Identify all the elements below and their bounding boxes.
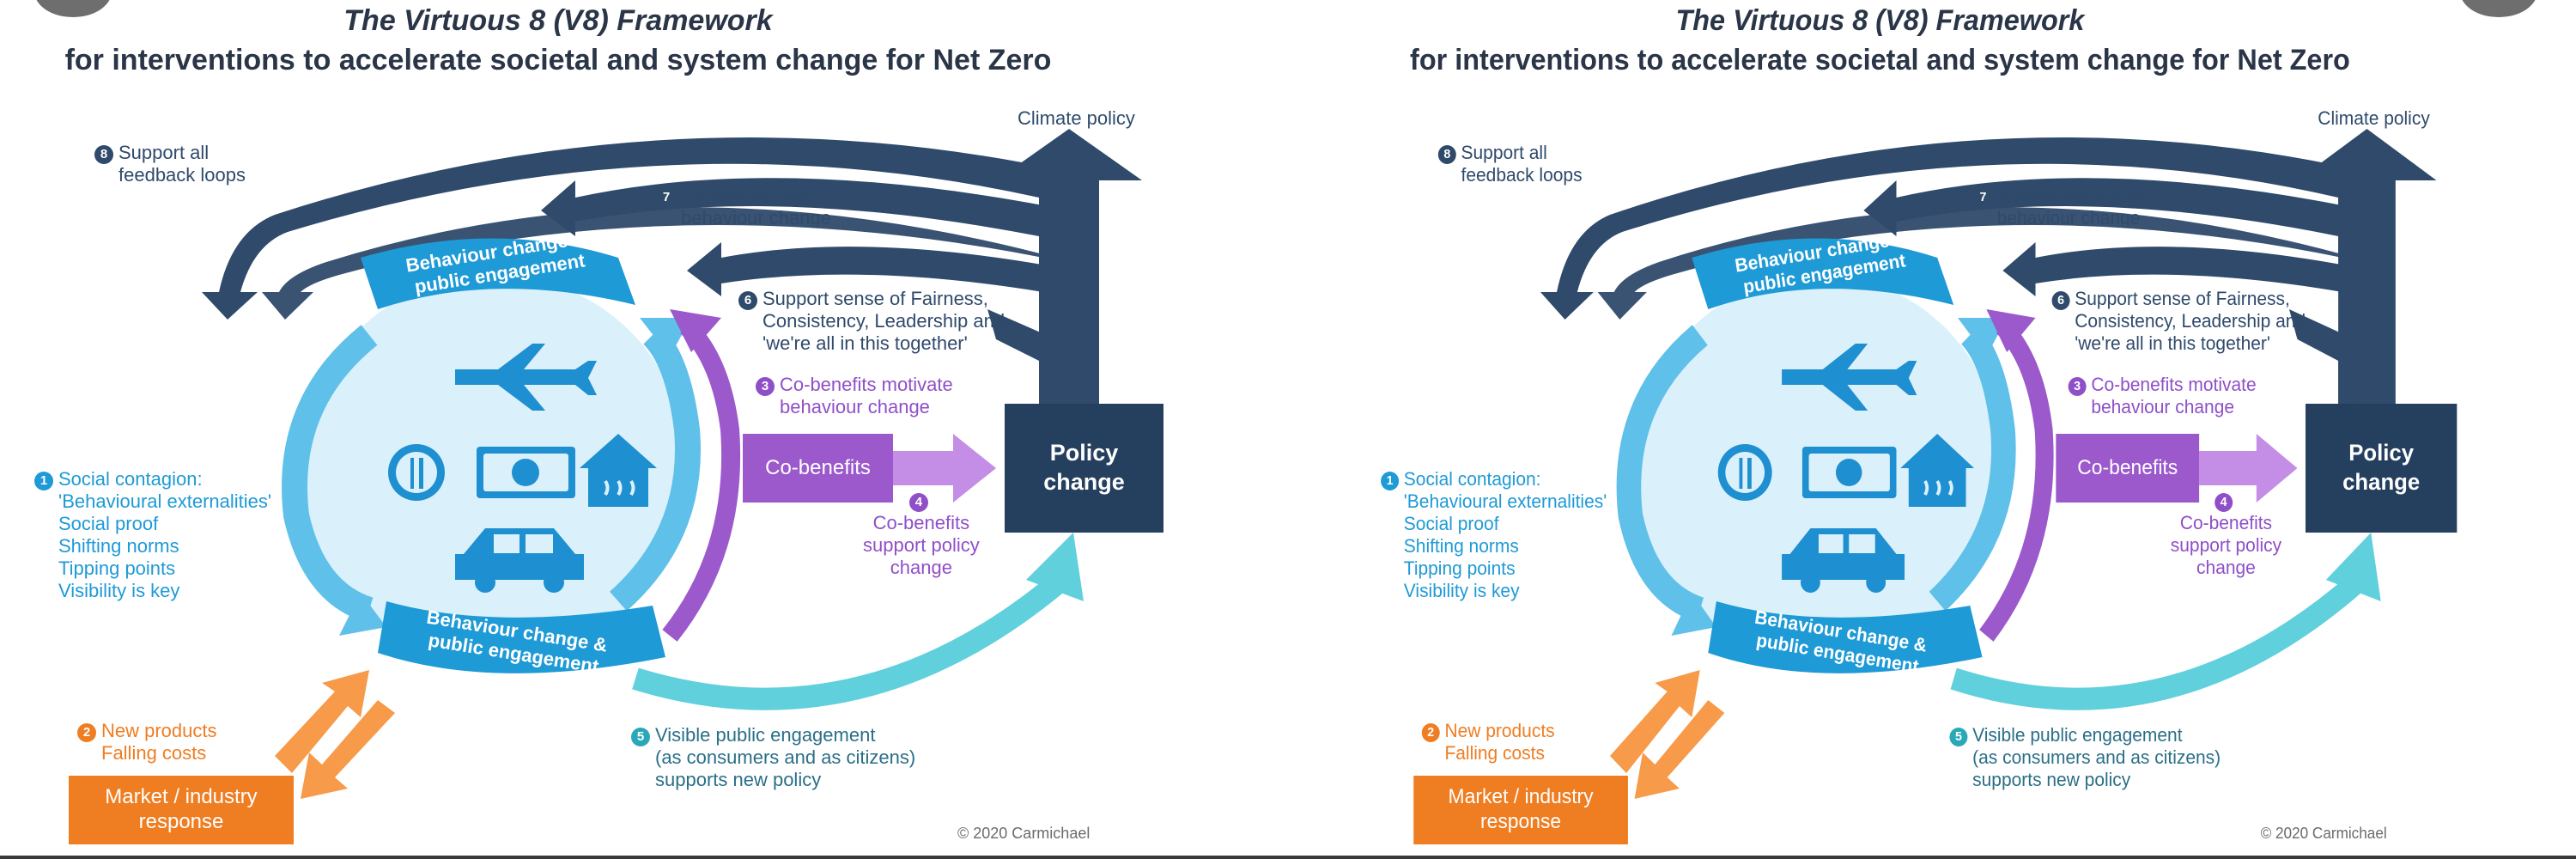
market-arrow-down bbox=[1634, 700, 1725, 799]
cobenefits-box: Co-benefits bbox=[743, 434, 893, 503]
cobenefits-to-policy-arrow bbox=[2199, 434, 2298, 503]
fairness-arrow bbox=[2288, 309, 2355, 404]
carousel-prev-button[interactable] bbox=[34, 0, 112, 17]
panel-slot-right: The Virtuous 8 (V8) Framework for interv… bbox=[1348, 0, 2576, 859]
diagram-title: The Virtuous 8 (V8) Framework bbox=[343, 4, 773, 37]
airplane-icon bbox=[455, 344, 597, 411]
airplane-icon bbox=[1782, 344, 1917, 411]
visible-engagement-arrowhead bbox=[1026, 533, 1084, 601]
market-arrow-down bbox=[301, 700, 395, 799]
bottom-banner-shape bbox=[378, 601, 665, 673]
top-banner-shape bbox=[1692, 238, 1954, 309]
number-1-badge: 1 bbox=[34, 472, 53, 490]
panel-slot-left: The Virtuous 8 (V8) Framework for interv… bbox=[34, 4, 1163, 844]
climate-policy-label: Climate policy bbox=[2318, 107, 2430, 129]
number-6-badge: 6 bbox=[2051, 291, 2070, 310]
number-7-badge: 7 bbox=[1974, 188, 1993, 207]
plate-cutlery-icon bbox=[388, 444, 445, 501]
cobenefits-to-policy-arrow bbox=[893, 434, 996, 503]
top-banner-shape bbox=[361, 238, 635, 309]
number-5-badge: 5 bbox=[1949, 728, 1968, 746]
number-4-badge: 4 bbox=[2215, 493, 2233, 512]
social-contagion-ring-left bbox=[282, 325, 378, 623]
number-6-badge: 6 bbox=[738, 291, 757, 310]
plate-cutlery-icon bbox=[1717, 444, 1772, 501]
item-4-label: 4 Co-benefits support policy change bbox=[863, 493, 980, 578]
diagram-subtitle: for interventions to accelerate societal… bbox=[1410, 44, 2350, 76]
social-contagion-ring-left bbox=[1616, 325, 1708, 623]
cobenefits-arc bbox=[1979, 320, 2054, 642]
number-7-badge: 7 bbox=[657, 188, 676, 207]
carousel-next-button[interactable] bbox=[2460, 0, 2537, 17]
copyright-text: © 2020 Carmichael bbox=[957, 825, 1091, 842]
visible-engagement-arrow bbox=[632, 575, 1064, 710]
market-arrow-up bbox=[1609, 670, 1700, 773]
diagram-title: The Virtuous 8 (V8) Framework bbox=[1675, 4, 2085, 37]
item-4-label: 4 Co-benefits support policy change bbox=[2170, 493, 2282, 578]
car-icon bbox=[455, 528, 584, 593]
social-contagion-ring-right bbox=[1929, 326, 2016, 612]
climate-policy-label: Climate policy bbox=[1018, 107, 1135, 129]
social-contagion-ring-right bbox=[609, 326, 701, 612]
fairness-arrow bbox=[987, 309, 1056, 404]
number-3-badge: 3 bbox=[756, 377, 775, 396]
climate-policy-arrow bbox=[996, 129, 1142, 404]
cobenefits-box: Co-benefits bbox=[2056, 434, 2200, 503]
banknote-icon bbox=[477, 447, 575, 498]
number-8-badge: 8 bbox=[1437, 145, 1456, 164]
market-arrow-up bbox=[275, 670, 369, 773]
number-5-badge: 5 bbox=[631, 728, 650, 746]
car-icon bbox=[1782, 528, 1905, 593]
v8-diagram-graphics bbox=[202, 129, 1142, 799]
copyright-text: © 2020 Carmichael bbox=[2260, 825, 2387, 842]
number-3-badge: 3 bbox=[2068, 377, 2087, 396]
bottom-banner-shape bbox=[1708, 601, 1983, 673]
number-2-badge: 2 bbox=[77, 723, 96, 742]
diagram-subtitle: for interventions to accelerate societal… bbox=[64, 44, 1052, 76]
visible-engagement-arrowhead bbox=[2325, 533, 2381, 601]
v8-framework-panel: The Virtuous 8 (V8) Framework for interv… bbox=[34, 4, 1163, 844]
number-4-badge: 4 bbox=[908, 493, 928, 512]
number-8-badge: 8 bbox=[94, 145, 113, 164]
house-heating-icon bbox=[580, 434, 657, 507]
climate-policy-arrow bbox=[2297, 129, 2437, 404]
v8-diagram-graphics bbox=[1540, 129, 2437, 799]
number-1-badge: 1 bbox=[1381, 472, 1400, 490]
visible-engagement-arrow bbox=[1950, 575, 2362, 710]
v8-framework-panel: The Virtuous 8 (V8) Framework for interv… bbox=[1348, 0, 2576, 859]
number-2-badge: 2 bbox=[1421, 723, 1440, 742]
banknote-icon bbox=[1801, 447, 1897, 498]
cobenefits-arc bbox=[662, 320, 741, 642]
house-heating-icon bbox=[1900, 434, 1975, 507]
bottom-divider bbox=[0, 856, 2576, 859]
